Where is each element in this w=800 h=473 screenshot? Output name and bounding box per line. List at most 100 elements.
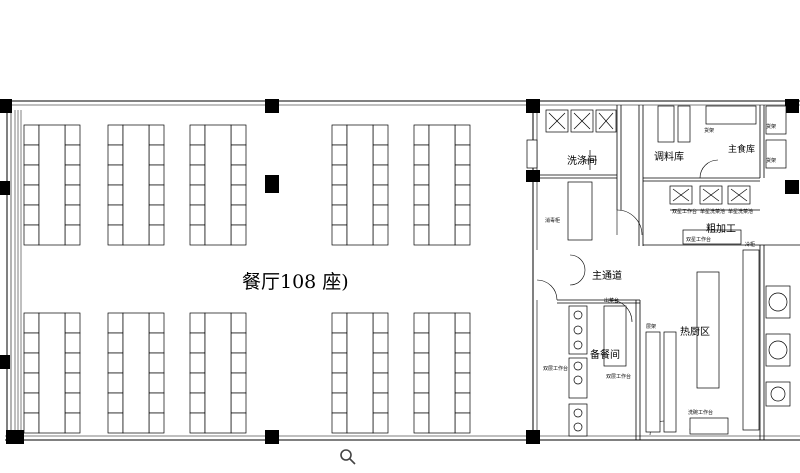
room-label-prep: 备餐间: [590, 348, 620, 361]
table-seat: [372, 312, 389, 334]
table-seat: [230, 352, 247, 374]
table-seat: [413, 204, 430, 226]
label-rack: 层架: [646, 324, 656, 330]
table-seat: [23, 352, 40, 374]
table-seat: [372, 332, 389, 354]
table-seat: [372, 144, 389, 166]
table-seat: [23, 392, 40, 414]
table-seat: [413, 144, 430, 166]
table-seat: [230, 412, 247, 434]
table-seat: [38, 312, 66, 434]
label-shelf-a: 货架: [704, 127, 714, 134]
room-label-main-storage: 主食库: [728, 143, 755, 155]
table-seat: [331, 144, 348, 166]
table-seat: [23, 332, 40, 354]
table-seat: [372, 164, 389, 186]
table-seat: [107, 412, 124, 434]
table-seat: [454, 124, 471, 146]
table-seat: [148, 144, 165, 166]
dining-hall-label: 餐厅108 座): [242, 271, 349, 293]
table-seat: [148, 124, 165, 146]
kitchen-walls: [537, 105, 800, 440]
table-seat: [107, 144, 124, 166]
table-seat: [331, 412, 348, 434]
table-seat: [413, 392, 430, 414]
table-seat: [148, 184, 165, 206]
table-seat: [331, 312, 348, 334]
table-seat: [346, 124, 374, 246]
room-label-hot-kitchen: 热厨区: [680, 325, 710, 338]
table-seat: [413, 164, 430, 186]
table-seat: [230, 312, 247, 334]
table-seat: [107, 184, 124, 206]
table-seat: [454, 224, 471, 246]
table-seat: [331, 392, 348, 414]
table-seat: [23, 124, 40, 146]
table-seat: [454, 204, 471, 226]
table-seat: [23, 312, 40, 334]
table-seat: [107, 124, 124, 146]
table-seat: [331, 224, 348, 246]
table-seat: [372, 372, 389, 394]
table-seat: [148, 372, 165, 394]
table-seat: [331, 204, 348, 226]
table-seat: [189, 144, 206, 166]
room-label-seasoning: 调料库: [654, 150, 684, 163]
table-seat: [107, 224, 124, 246]
table-seat: [454, 352, 471, 374]
label-workbench-d: 双层工作台: [606, 373, 631, 380]
table-seat: [148, 352, 165, 374]
table-seat: [189, 312, 206, 334]
table-seat: [413, 372, 430, 394]
table-seat: [372, 124, 389, 146]
table-seat: [23, 224, 40, 246]
label-sink-a: 单星洗菜池: [700, 208, 725, 215]
table-seat: [372, 412, 389, 434]
table-seat: [107, 352, 124, 374]
table-seat: [107, 312, 124, 334]
label-workbench-c: 双层工作台: [543, 365, 568, 372]
table-seat: [372, 204, 389, 226]
label-shelf-b: 货架: [766, 123, 776, 130]
table-seat: [204, 124, 232, 246]
table-seat: [38, 124, 66, 246]
table-seat: [454, 332, 471, 354]
table-seat: [64, 144, 81, 166]
table-seat: [122, 312, 150, 434]
table-seat: [230, 164, 247, 186]
table-seat: [189, 224, 206, 246]
table-seat: [107, 372, 124, 394]
table-seat: [413, 124, 430, 146]
magnifier-icon[interactable]: [340, 449, 356, 465]
room-label-main-aisle: 主通道: [592, 269, 622, 282]
label-out-table: 出菜台: [604, 297, 619, 304]
table-seat: [413, 412, 430, 434]
table-seat: [189, 392, 206, 414]
table-seat: [230, 204, 247, 226]
table-seat: [230, 372, 247, 394]
table-seat: [64, 312, 81, 334]
table-seat: [454, 144, 471, 166]
label-shelf-c: 货架: [766, 157, 776, 164]
label-disinfect: 消毒柜: [545, 217, 560, 224]
table-seat: [23, 204, 40, 226]
table-seat: [454, 372, 471, 394]
columns: [0, 99, 799, 444]
table-seat: [64, 332, 81, 354]
table-seat: [23, 144, 40, 166]
table-seat: [107, 204, 124, 226]
table-seat: [331, 352, 348, 374]
table-seat: [122, 124, 150, 246]
label-sink-b: 单星洗菜池: [728, 208, 753, 215]
table-seat: [64, 224, 81, 246]
table-seat: [64, 412, 81, 434]
label-workbench-b: 双星工作台: [672, 208, 697, 215]
table-seat: [189, 124, 206, 146]
table-seat: [331, 164, 348, 186]
table-seat: [230, 184, 247, 206]
table-seat: [189, 412, 206, 434]
table-seat: [346, 312, 374, 434]
table-seat: [23, 372, 40, 394]
table-seat: [428, 124, 456, 246]
table-seat: [230, 392, 247, 414]
